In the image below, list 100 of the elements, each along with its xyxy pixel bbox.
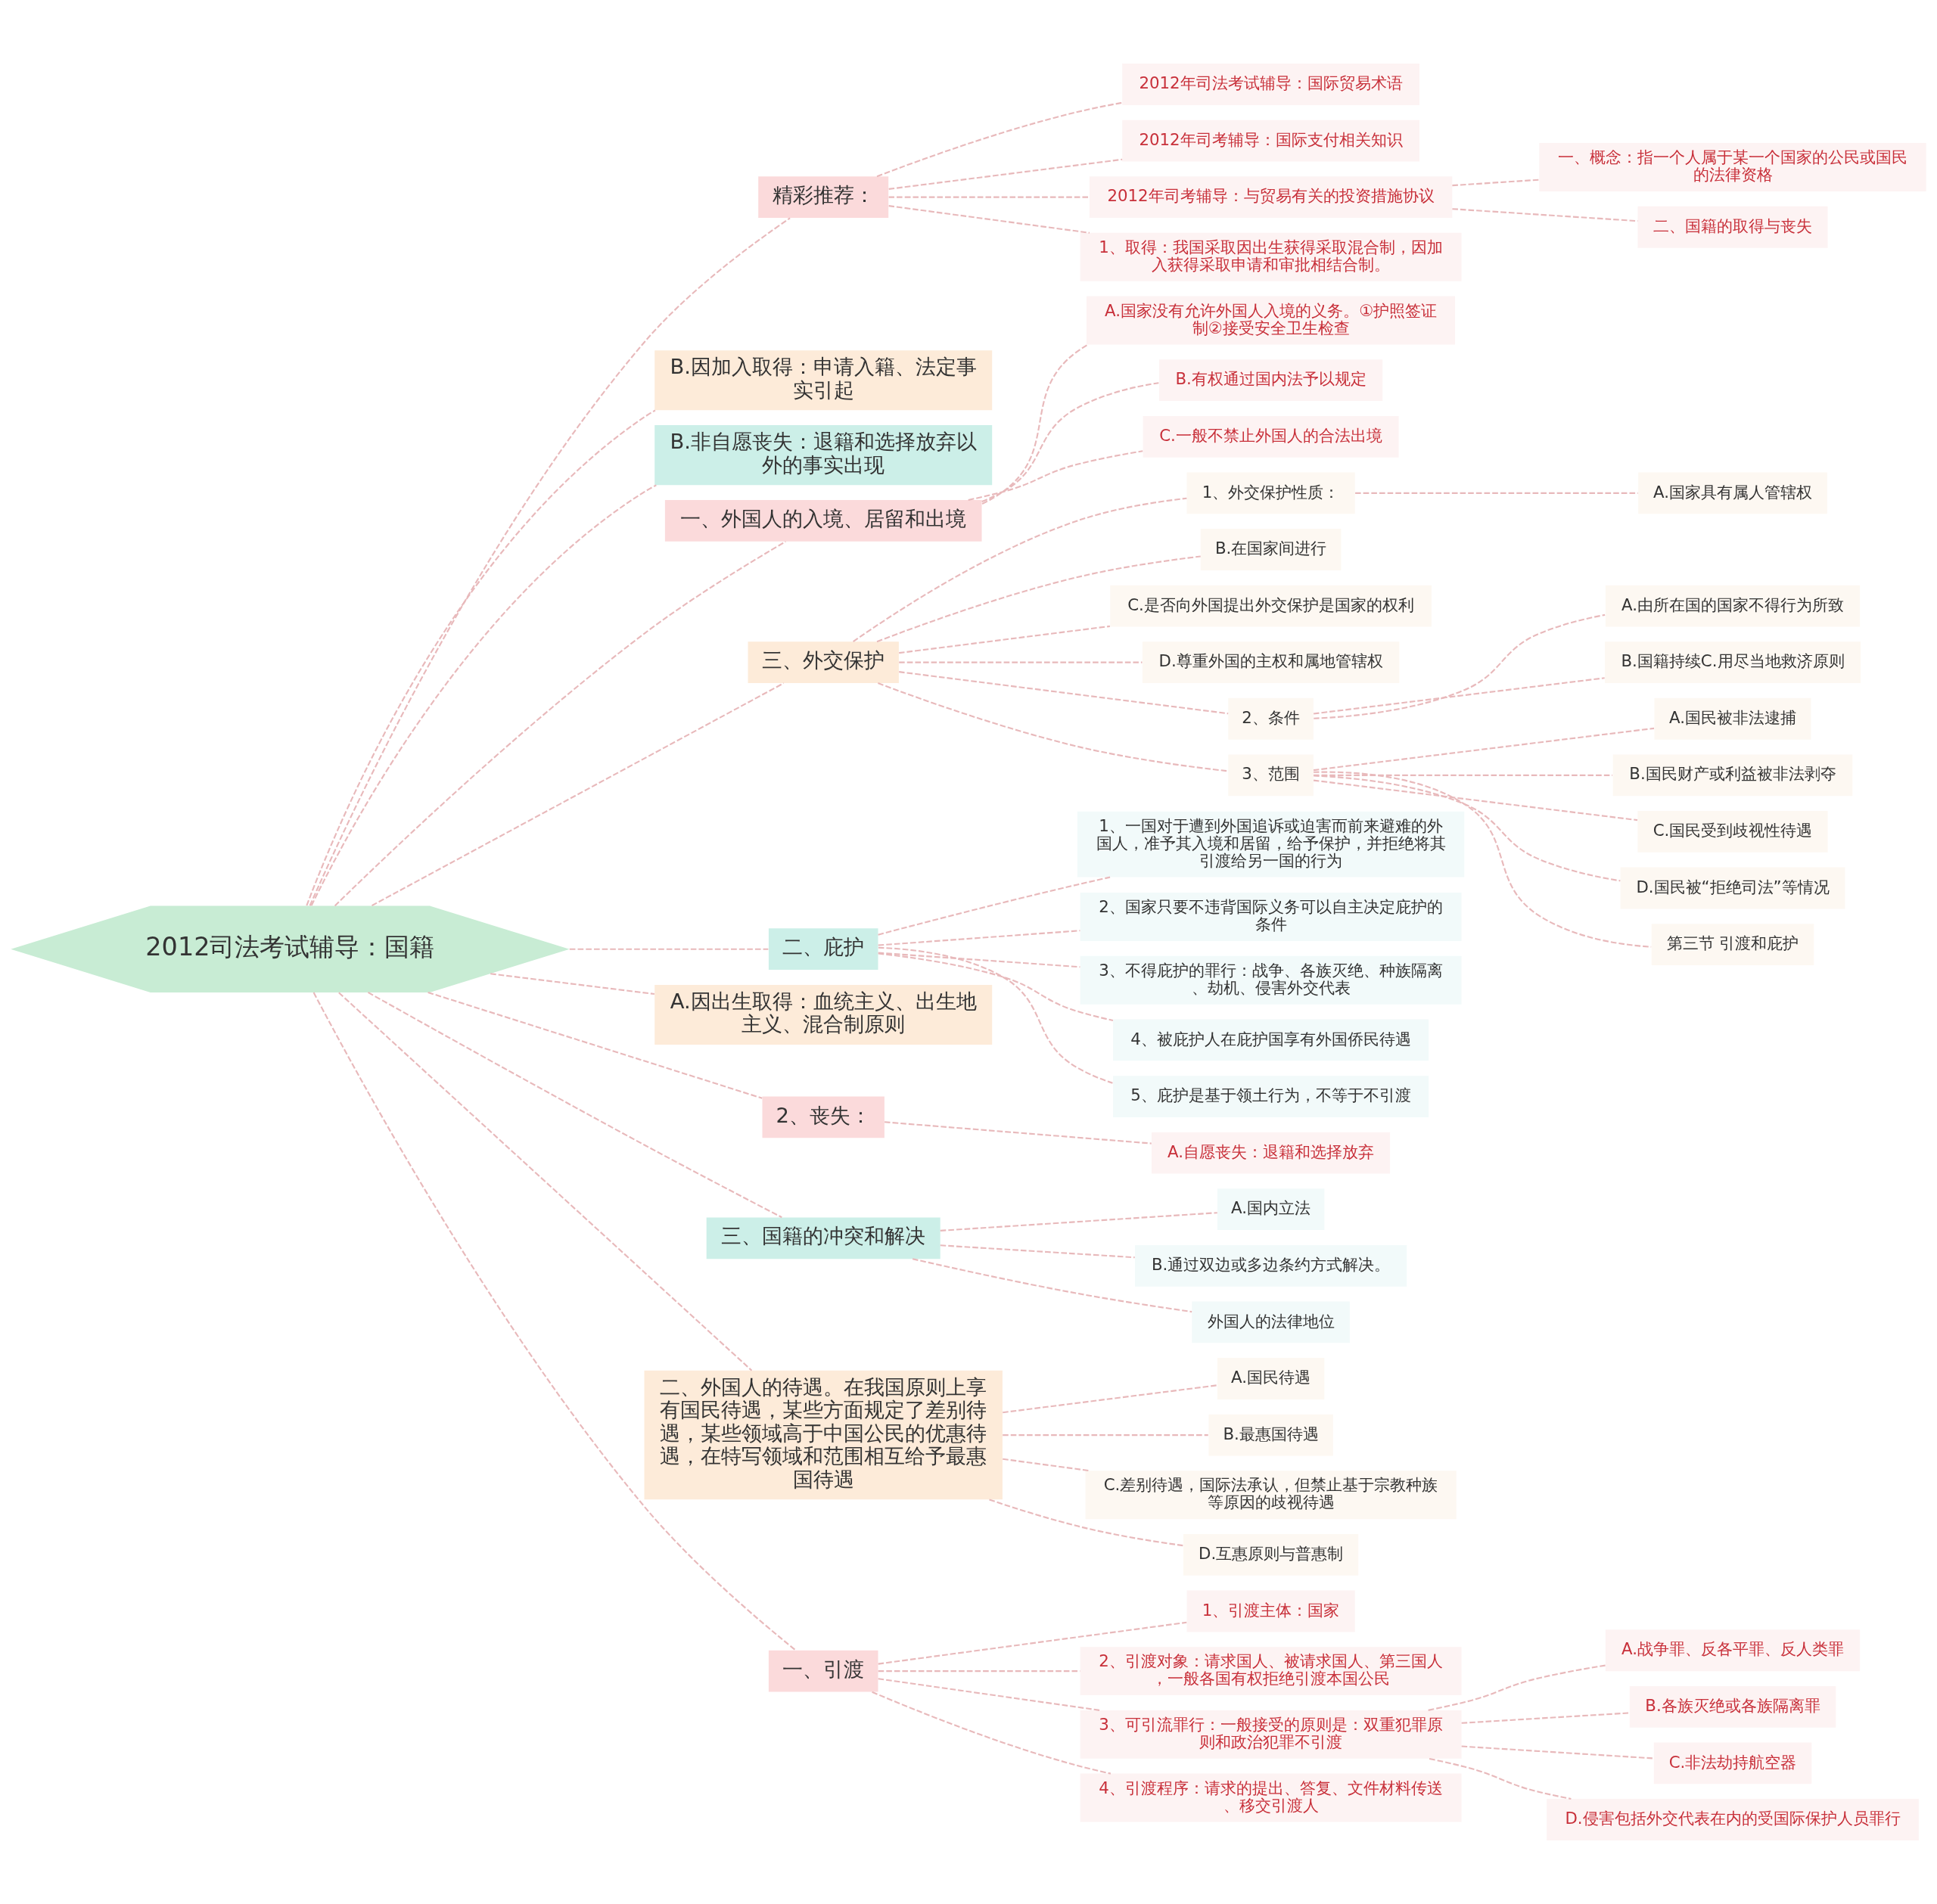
connector xyxy=(912,1258,1192,1313)
connector xyxy=(312,992,797,1651)
node-box: B.在国家间进行 xyxy=(1200,529,1342,570)
connector xyxy=(1003,1434,1208,1437)
node-box: A.国家具有属人管辖权 xyxy=(1638,472,1827,514)
node-box: 二、外国人的待遇。在我国原则上享有国民待遇，某些方面规定了差别待遇，某些领域高于中国公民的优惠待遇，在特写领域和范围相互给予最惠国待遇 xyxy=(644,1370,1003,1500)
connector xyxy=(310,484,657,906)
node-box: 2012年司考辅导：与贸易有关的投资措施协议 xyxy=(1089,176,1453,219)
connector xyxy=(878,682,1229,772)
node-box: 4、被庇护人在庇护国享有外国侨民待遇 xyxy=(1113,1019,1429,1061)
connector xyxy=(1314,775,1621,882)
node-box: 一、外国人的入境、居留和出境 xyxy=(664,500,982,542)
connector xyxy=(1461,1745,1654,1760)
node-box: 1、一国对于遭到外国追诉或迫害而前来避难的外国人，准予其入境和居留，给予保护，并拒绝将其引渡给另一国的行为 xyxy=(1077,811,1465,877)
connector xyxy=(1314,613,1606,719)
node-box: 三、外交保护 xyxy=(748,641,899,684)
node-box: 外国人的法律地位 xyxy=(1192,1301,1350,1343)
connector xyxy=(1428,1664,1606,1711)
connector xyxy=(309,217,791,906)
connector xyxy=(1003,1384,1217,1414)
node-box: B.国民财产或利益被非法剥夺 xyxy=(1612,754,1853,797)
node-box: 2、条件 xyxy=(1228,697,1314,740)
node-box: 1、取得：我国采取因出生获得采取混合制，因加入获得采取申请和审批相结合制。 xyxy=(1080,232,1462,281)
node-box: B.通过双边或多边条约方式解决。 xyxy=(1134,1244,1407,1287)
connector xyxy=(1313,727,1655,772)
node-box: 二、国籍的取得与丧失 xyxy=(1637,206,1828,248)
connector xyxy=(884,1121,1152,1145)
connector xyxy=(306,409,656,906)
node-box: C.一般不禁止外国人的合法出境 xyxy=(1143,415,1399,458)
node-box: C.非法劫持航空器 xyxy=(1653,1742,1812,1784)
node-box: 3、可引流罪行：一般接受的原则是：双重犯罪原则和政治犯罪不引渡 xyxy=(1080,1710,1462,1759)
node-box: 2、引渡对象：请求国人、被请求国人、第三国人，一般各国有权拒绝引渡本国公民 xyxy=(1080,1647,1462,1696)
connector xyxy=(968,450,1143,501)
node-box: 三、国籍的冲突和解决 xyxy=(706,1217,941,1259)
connector xyxy=(1003,1458,1090,1472)
node-box: A.由所在国的国家不得行为所致 xyxy=(1605,585,1861,627)
connector xyxy=(878,930,1080,946)
connector xyxy=(367,992,782,1219)
node-box: B.最惠国待遇 xyxy=(1208,1414,1333,1456)
connector xyxy=(888,158,1123,190)
connector xyxy=(1461,1712,1630,1724)
node-box: 3、不得庇护的罪行：战争、各族灭绝、种族隔离、劫机、侵害外交代表 xyxy=(1080,955,1462,1005)
node-box: B.因加入取得：申请入籍、法定事实引起 xyxy=(654,350,993,411)
node-box: 2012年司法考试辅导：国际贸易术语 xyxy=(1122,64,1419,105)
connector xyxy=(888,196,1090,198)
node-box: A.国民被非法逮捕 xyxy=(1654,697,1811,740)
connector xyxy=(940,1244,1135,1259)
connector xyxy=(490,973,655,995)
node-box: 1、外交保护性质： xyxy=(1186,472,1355,514)
connector xyxy=(989,1499,1183,1547)
connector xyxy=(876,555,1201,643)
node-box: D.互惠原则与普惠制 xyxy=(1183,1534,1359,1576)
connector xyxy=(428,991,763,1099)
connector xyxy=(878,876,1111,936)
connector xyxy=(872,1691,1112,1775)
node-box: C.是否向外国提出外交保护是国家的权利 xyxy=(1110,585,1432,627)
node-box: A.战争罪、反各平罪、反人类罪 xyxy=(1605,1629,1861,1672)
connector xyxy=(888,205,1090,234)
connector xyxy=(1313,779,1638,822)
connector xyxy=(338,992,753,1371)
node-box: A.因出生取得：血统主义、出生地主义、混合制原则 xyxy=(654,984,993,1045)
node-box: 4、引渡程序：请求的提出、答复、文件材料传送、移交引渡人 xyxy=(1080,1773,1462,1822)
node-box: 1、引渡主体：国家 xyxy=(1186,1590,1355,1632)
node-box: 二、庇护 xyxy=(768,928,878,971)
connector xyxy=(569,948,769,950)
connector xyxy=(940,1212,1217,1232)
node-box: 2、丧失： xyxy=(762,1096,885,1138)
node-box: A.自愿丧失：退籍和选择放弃 xyxy=(1152,1132,1391,1174)
node-box: A.国民待遇 xyxy=(1217,1358,1325,1399)
connector xyxy=(878,1678,1100,1711)
node-box: D.尊重外国的主权和属地管辖权 xyxy=(1142,641,1400,684)
connector xyxy=(372,682,785,907)
connector xyxy=(853,497,1187,643)
node-box: D.侵害包括外交代表在内的受国际保护人员罪行 xyxy=(1547,1799,1919,1840)
node-box: C.国民受到歧视性待遇 xyxy=(1637,811,1828,853)
node-box: B.有权通过国内法予以规定 xyxy=(1158,359,1383,402)
connector xyxy=(878,952,1114,1021)
node-box: B.各族灭绝或各族隔离罪 xyxy=(1629,1685,1836,1728)
node-box: 3、范围 xyxy=(1228,754,1314,797)
connector xyxy=(878,946,1113,1084)
node-box: 2012年司考辅导：国际支付相关知识 xyxy=(1122,120,1419,162)
node-box: 2、国家只要不违背国际义务可以自主决定庇护的条件 xyxy=(1080,893,1462,942)
connector xyxy=(899,625,1111,654)
connector xyxy=(878,1621,1187,1665)
connector xyxy=(981,343,1089,505)
node-box: C.差别待遇，国际法承认，但禁止基于宗教种族等原因的歧视待遇 xyxy=(1085,1471,1457,1520)
connector xyxy=(1429,1757,1572,1800)
node-box: 一、引渡 xyxy=(768,1650,878,1692)
connector xyxy=(334,541,786,907)
connector xyxy=(981,382,1159,503)
connector xyxy=(876,101,1123,178)
node-box: 一、概念：指一个人属于某一个国家的公民或国民的法律资格 xyxy=(1539,143,1926,192)
connector xyxy=(899,661,1143,663)
connector xyxy=(1313,677,1605,715)
node-box: A.国家没有允许外国人入境的义务。①护照签证制②接受安全卫生检查 xyxy=(1087,296,1456,345)
node-box: A.国内立法 xyxy=(1217,1188,1325,1231)
node-box: 5、庇护是基于领土行为，不等于不引渡 xyxy=(1113,1076,1429,1117)
node-box: B.国籍持续C.用尽当地救济原则 xyxy=(1605,641,1861,684)
node-box: D.国民被“拒绝司法”等情况 xyxy=(1620,867,1845,909)
connector xyxy=(1355,492,1638,494)
